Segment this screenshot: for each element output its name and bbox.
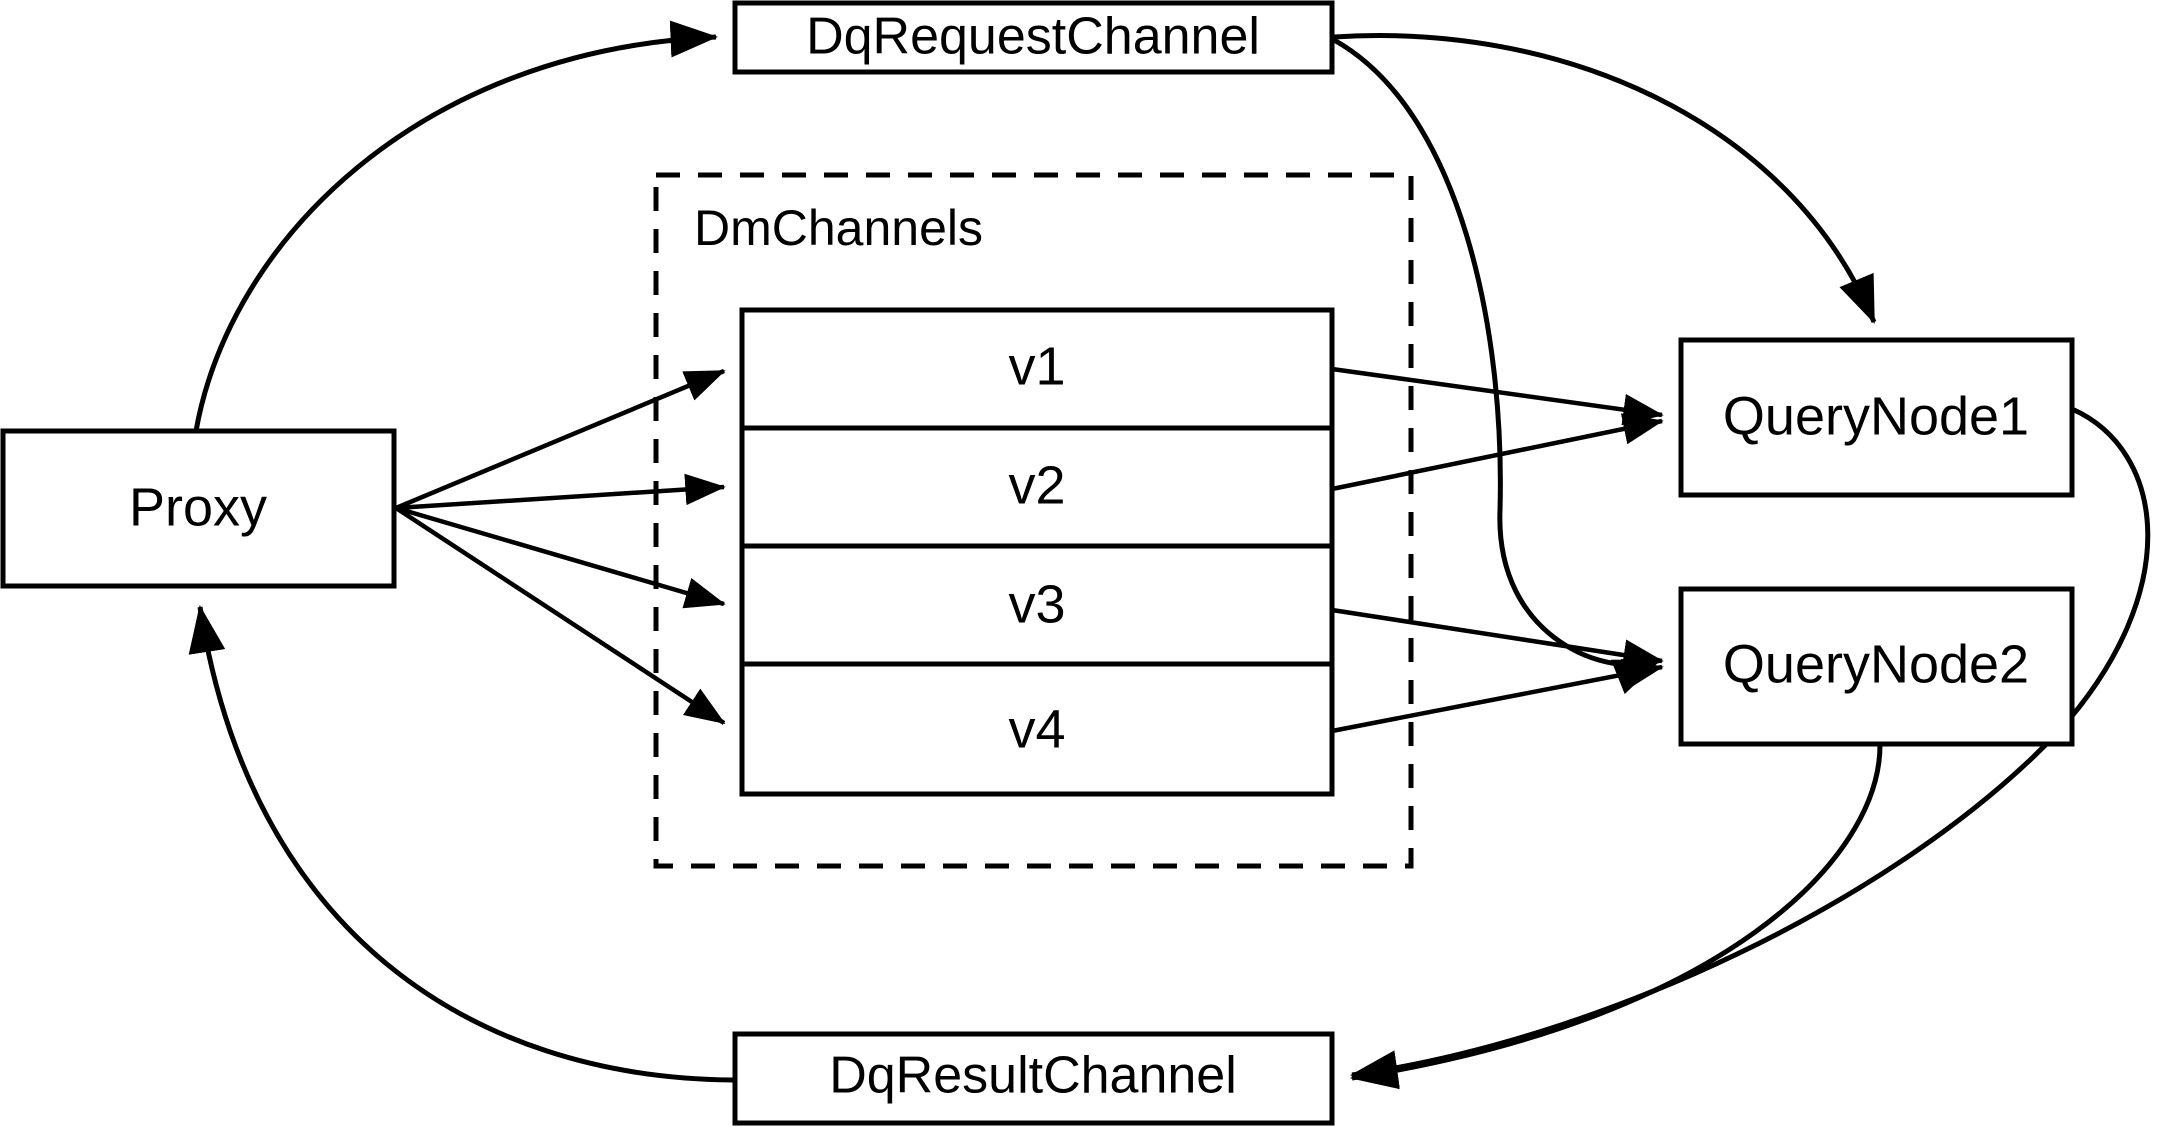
vchannel-label-v1: v1 — [1008, 336, 1065, 396]
node-dqrequestchannel-box[interactable] — [732, 0, 1335, 75]
edge-querynode1-to-dqresultchannel — [1350, 406, 2151, 1087]
node-querynode1-box[interactable] — [1678, 337, 2075, 498]
vchannel-label-v4: v4 — [1008, 699, 1065, 759]
node-dqrequestchannel-label: DqRequestChannel — [806, 8, 1260, 66]
node-dqresultchannel-label: DqResultChannel — [829, 1047, 1237, 1105]
edge-v1-to-querynode1 — [1331, 366, 1664, 426]
node-querynode2-label: QueryNode2 — [1723, 634, 2029, 694]
dm-channels-group-box — [653, 172, 1414, 869]
edge-proxy-to-v1 — [395, 368, 726, 511]
edge-dqrequestchannel-to-querynode1 — [1333, 33, 1877, 324]
dm-channels-group-label: DmChannels — [694, 200, 983, 256]
edge-proxy-to-v4 — [394, 506, 726, 725]
edge-dqresultchannel-to-proxy — [188, 605, 734, 1083]
edge-proxy-to-dqrequestchannel — [193, 20, 718, 432]
edge-v2-to-querynode1 — [1331, 413, 1664, 492]
node-querynode2-box[interactable] — [1678, 586, 2075, 747]
edge-v4-to-querynode2 — [1331, 658, 1664, 734]
vchannel-label-v2: v2 — [1008, 455, 1065, 515]
edge-proxy-to-v3 — [395, 505, 726, 609]
edge-dqrequestchannel-to-querynode2-visible — [1332, 37, 1662, 695]
node-proxy-label: Proxy — [129, 477, 267, 537]
node-proxy-box[interactable] — [0, 428, 397, 589]
vchannel-stack-box — [739, 307, 1335, 797]
vchannel-label-v3: v3 — [1008, 574, 1065, 634]
edge-querynode2-to-dqresultchannel — [1350, 744, 1883, 1090]
node-dqresultchannel-box[interactable] — [732, 1031, 1335, 1126]
node-querynode1-label: QueryNode1 — [1723, 386, 2029, 446]
edge-proxy-to-v2 — [395, 473, 726, 511]
edge-v3-to-querynode2 — [1331, 607, 1664, 671]
